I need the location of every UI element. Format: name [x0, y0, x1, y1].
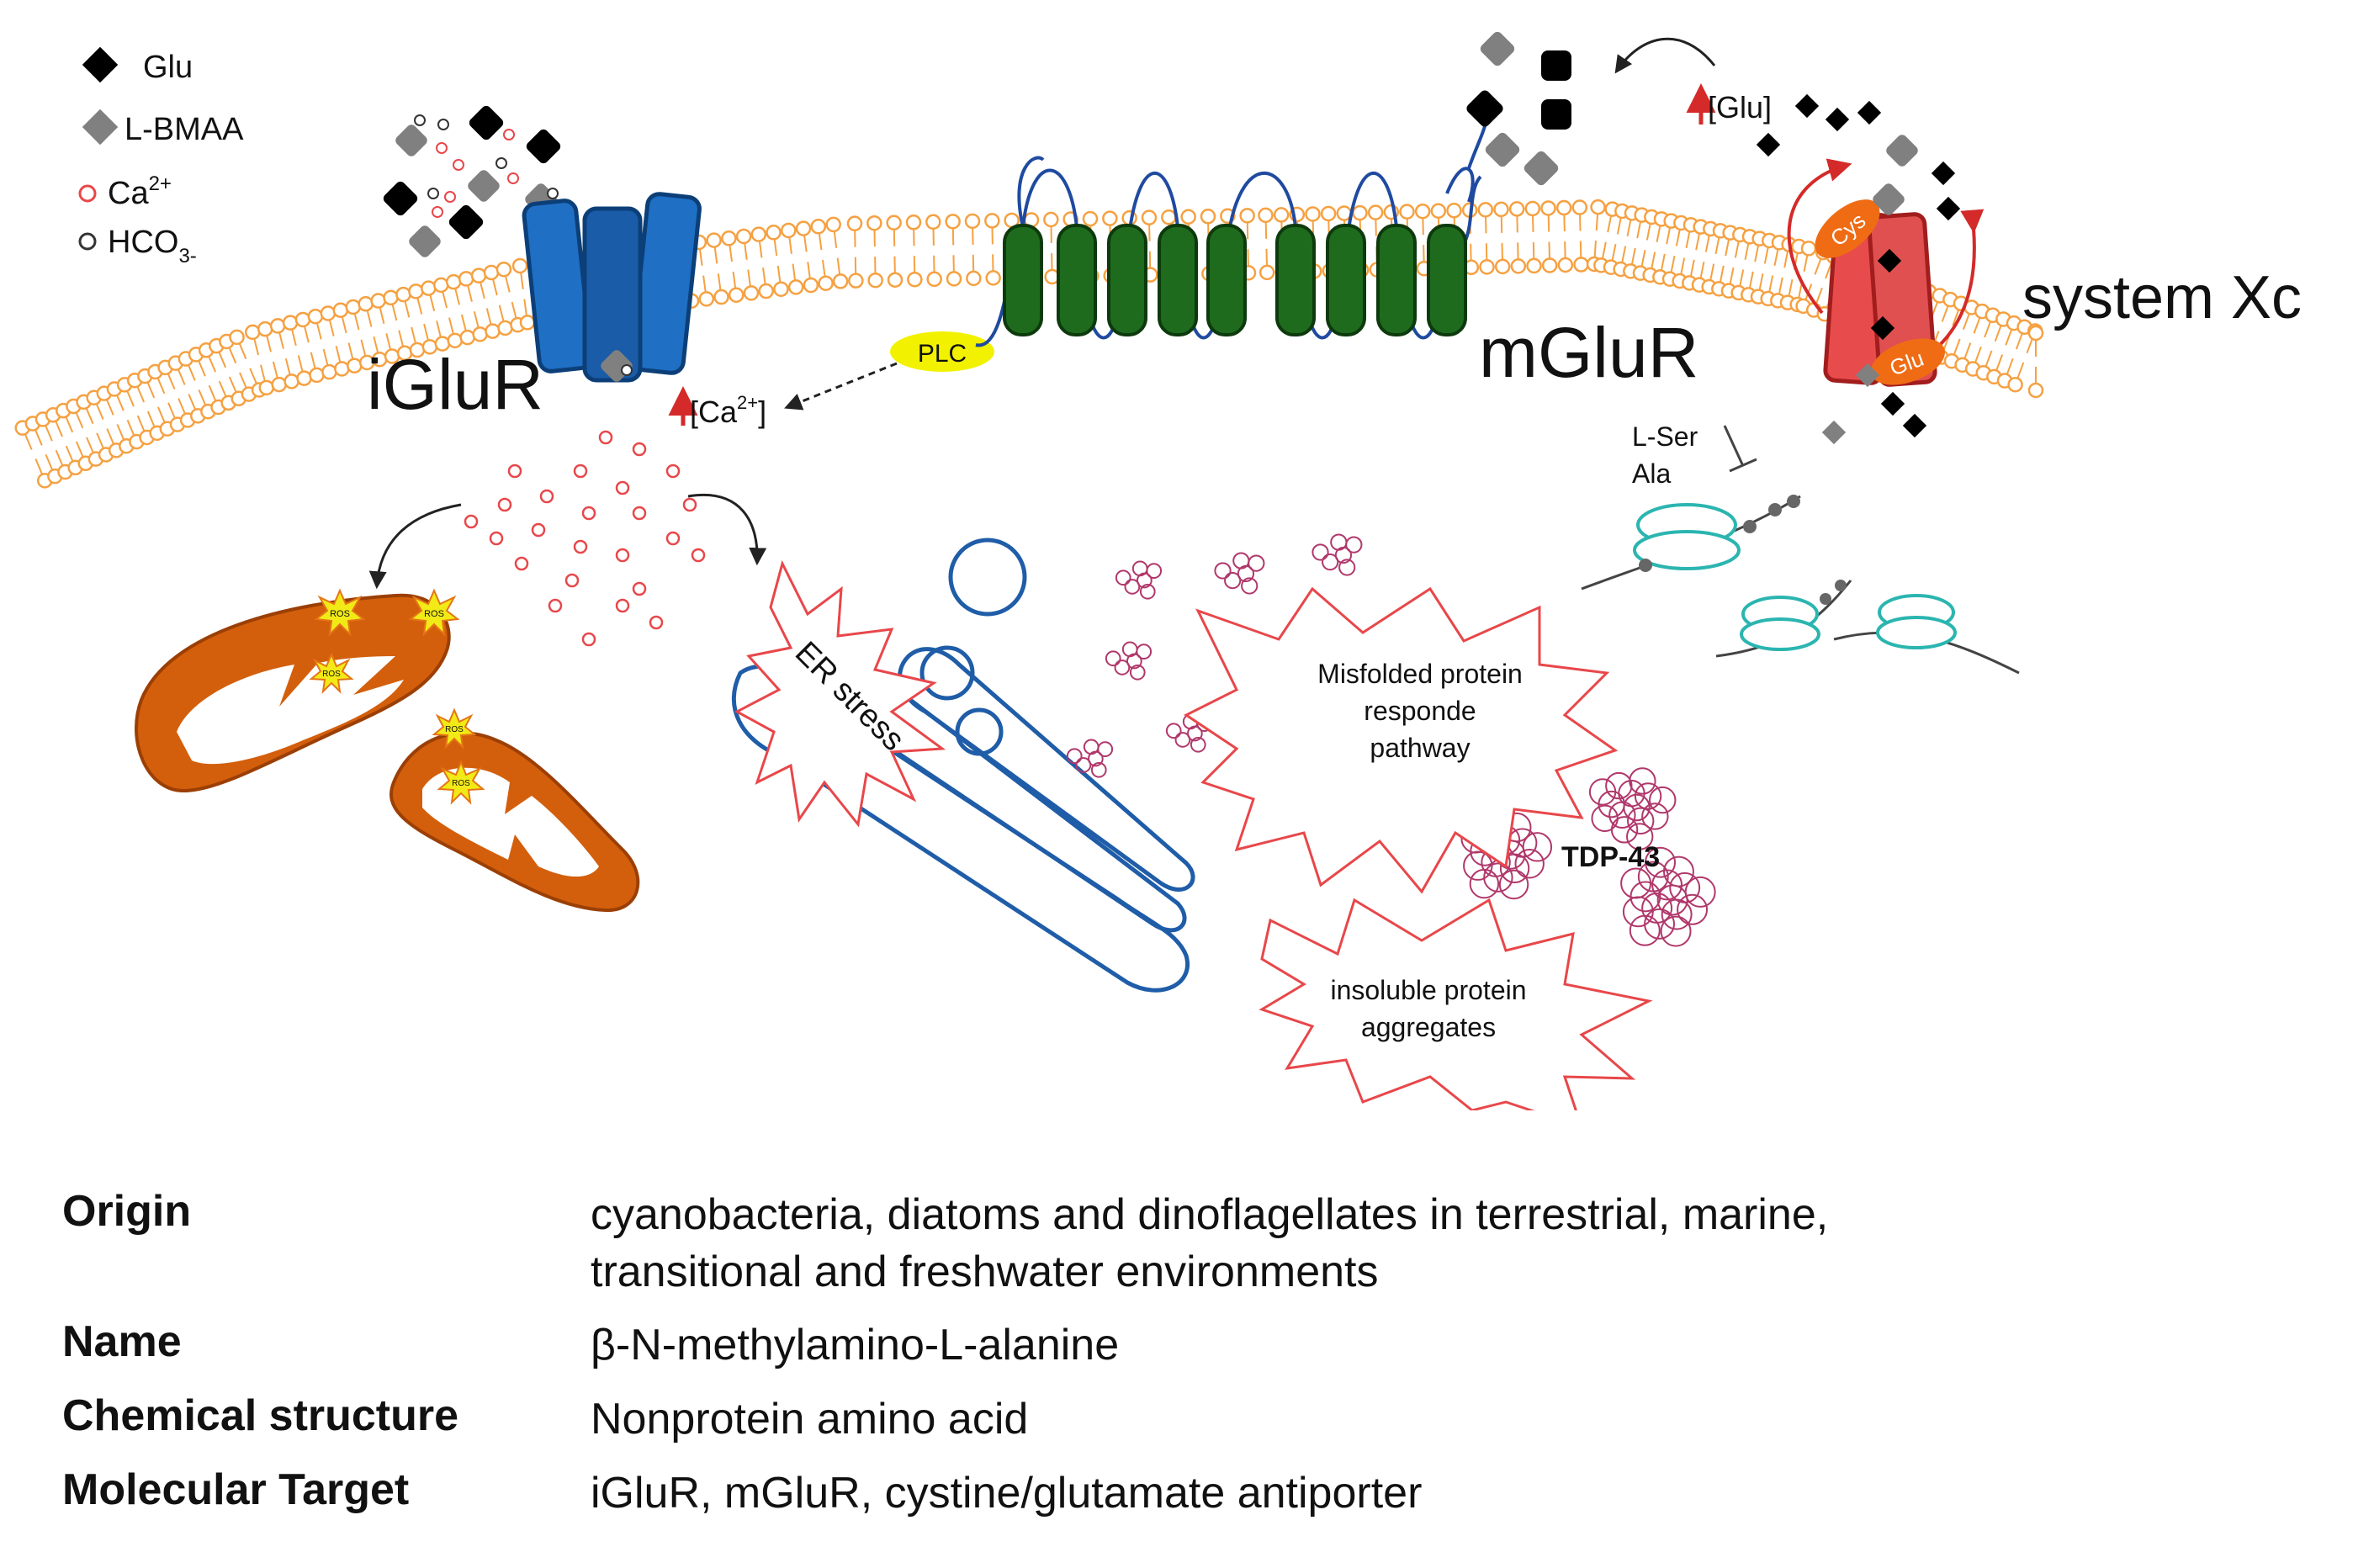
target-label: Molecular Target: [62, 1465, 410, 1514]
ros-burst-icon: [408, 588, 460, 637]
glu-release-arrow: [1614, 37, 1716, 74]
glu-legend-icon: [82, 46, 119, 83]
calcium-to-mitochondria-arrow: [368, 503, 462, 590]
ros-burst-icon: [314, 588, 366, 637]
mglur-label: mGluR: [1479, 313, 1698, 392]
ros-burst-icon: [437, 760, 485, 805]
insoluble-aggregates-burst: insoluble protein aggregates: [1259, 898, 1653, 1110]
svg-text:ROS: ROS: [322, 670, 341, 679]
target-row: Molecular Target iGluR, mGluR, cystine/g…: [62, 1465, 2249, 1539]
target-value: iGluR, mGluR, cystine/glutamate antiport…: [591, 1469, 1423, 1518]
bicarbonate-legend-icon: [78, 232, 97, 251]
legend: Glu L-BMAA Ca2+ HCO3-: [78, 46, 244, 268]
calcium-legend-icon: [78, 184, 97, 203]
plc-label: PLC: [918, 340, 967, 368]
iglur-label: iGluR: [367, 345, 543, 424]
svg-text:ROS: ROS: [330, 609, 350, 619]
name-row: Name β-N-methylamino-L-alanine: [62, 1316, 2249, 1391]
svg-text:ROS: ROS: [424, 609, 444, 619]
structure-value: Nonprotein amino acid: [591, 1395, 1029, 1444]
origin-value-line1: cyanobacteria, diatoms and dinoflagellat…: [591, 1190, 1829, 1239]
ros-burst-icon: [309, 652, 354, 694]
bmaa-info-table: Origin cyanobacteria, diatoms and dinofl…: [62, 1186, 2249, 1539]
plc-enzyme: [890, 331, 994, 372]
system-xc-transporter: Cys Glu: [1787, 158, 1985, 388]
calcium-influx: [464, 430, 706, 647]
mitochondrion-large: [134, 593, 451, 793]
misfolded-line2: responde: [1364, 696, 1476, 726]
name-value: β-N-methylamino-L-alanine: [591, 1321, 1120, 1369]
glutamate-efflux: [1756, 93, 1961, 445]
insoluble-line2: aggregates: [1361, 1012, 1496, 1042]
ca-concentration-label: [Ca2+]: [690, 392, 766, 429]
svg-text:ROS: ROS: [445, 725, 464, 734]
calcium-legend-label: Ca2+: [108, 172, 172, 211]
origin-row: Origin cyanobacteria, diatoms and dinofl…: [62, 1186, 2249, 1316]
tdp43-label: TDP-43: [1561, 841, 1660, 873]
calcium-to-er-arrow: [687, 494, 767, 566]
lbmaa-legend-label: L-BMAA: [125, 112, 244, 147]
glu-legend-label: Glu: [143, 50, 193, 85]
ros-burst-icon: [432, 707, 477, 750]
ros-bursts: ROS ROS ROS ROS ROS: [309, 588, 485, 805]
ala-label: Ala: [1632, 458, 1671, 489]
plc-to-calcium-arrow: [784, 362, 898, 411]
svg-text:ROS: ROS: [452, 779, 470, 788]
misfolded-line3: pathway: [1370, 733, 1470, 763]
ribosomes: [1581, 495, 2020, 675]
mitochondrion-small: [389, 731, 640, 913]
mglur-receptor: [975, 100, 1490, 347]
l-ser-label: L-Ser: [1632, 421, 1698, 452]
glu-concentration-label: [Glu]: [1708, 90, 1772, 124]
misfolded-line1: Misfolded protein: [1317, 659, 1523, 689]
misfolded-response-burst: Misfolded protein responde pathway: [1184, 586, 1619, 894]
er-stress-burst: ER stress: [734, 559, 946, 828]
origin-value: cyanobacteria, diatoms and dinoflagellat…: [591, 1186, 2249, 1300]
insoluble-line1: insoluble protein: [1330, 975, 1526, 1005]
inhibition-line: [1723, 425, 1745, 467]
origin-value-line2: transitional and freshwater environments: [591, 1248, 1379, 1296]
structure-row: Chemical structure Nonprotein amino acid: [62, 1391, 2249, 1465]
structure-label: Chemical structure: [62, 1391, 459, 1440]
origin-label: Origin: [62, 1187, 192, 1236]
system-xc-label: system Xc: [2022, 264, 2302, 331]
bicarbonate-legend-label: HCO3-: [108, 225, 197, 268]
mglur-ligands: [1466, 31, 1571, 186]
lbmaa-legend-icon: [82, 109, 119, 146]
inhibition-bar: [1729, 458, 1757, 473]
iglur-channel: [522, 192, 702, 383]
name-label: Name: [62, 1317, 182, 1366]
bmaa-mechanism-diagram: Glu L-BMAA Ca2+ HCO3- iGluR: [14, 31, 2302, 1110]
